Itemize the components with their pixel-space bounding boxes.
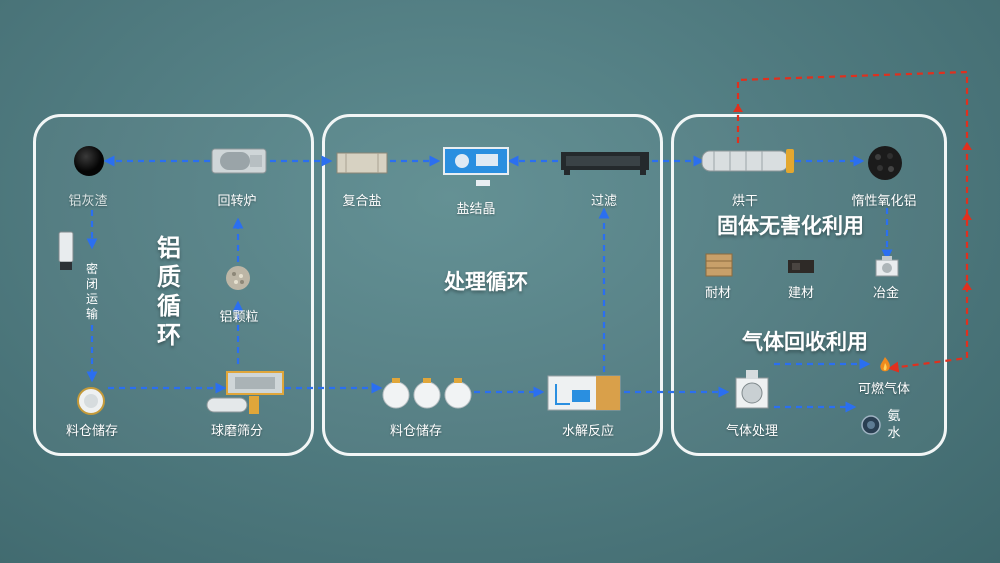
label-aluminum-granules: 铝颗粒 bbox=[219, 310, 259, 325]
rotary-kiln-icon bbox=[211, 148, 267, 174]
label-ball-mill: 球磨筛分 bbox=[210, 424, 264, 439]
silo-storage-mid-icon bbox=[382, 378, 472, 409]
label-sealed-transport: 密闭运输 bbox=[85, 262, 98, 321]
panel-utilization bbox=[671, 114, 947, 456]
label-metallurgy: 冶金 bbox=[872, 286, 900, 301]
label-drying: 烘干 bbox=[731, 194, 759, 209]
hydrolysis-reactor-icon bbox=[547, 375, 621, 411]
title-aluminum-cycle: 铝质循环 bbox=[157, 234, 181, 349]
label-inert-alumina: 惰性氧化铝 bbox=[851, 194, 917, 209]
label-hydrolysis: 水解反应 bbox=[561, 424, 615, 439]
label-rotary-kiln: 回转炉 bbox=[217, 194, 257, 209]
label-aluminum-ash: 铝灰渣 bbox=[68, 194, 108, 209]
inert-alumina-icon bbox=[868, 146, 902, 180]
title-solid-utilization: 固体无害化利用 bbox=[717, 214, 864, 238]
transport-truck-icon bbox=[58, 231, 74, 270]
dryer-icon bbox=[701, 149, 794, 173]
label-refractory: 耐材 bbox=[704, 286, 732, 301]
label-compound-salt: 复合盐 bbox=[342, 194, 382, 209]
label-salt-crystallization: 盐结晶 bbox=[456, 202, 496, 217]
silo-storage-left-icon bbox=[77, 387, 105, 415]
label-silo-storage-left: 料仓储存 bbox=[65, 424, 119, 439]
title-processing-cycle: 处理循环 bbox=[444, 270, 528, 294]
ammonia-icon bbox=[861, 415, 881, 435]
building-material-icon bbox=[788, 260, 814, 273]
label-silo-storage-mid: 料仓储存 bbox=[389, 424, 443, 439]
panel-processing-cycle bbox=[322, 114, 663, 456]
panel-aluminum-cycle bbox=[33, 114, 314, 456]
title-gas-utilization: 气体回收利用 bbox=[742, 330, 868, 354]
filter-press-icon bbox=[561, 152, 649, 175]
compound-salt-icon bbox=[336, 152, 388, 174]
gas-treatment-icon bbox=[735, 370, 769, 409]
aluminum-ash-icon bbox=[74, 146, 104, 176]
label-ammonia-water: 氨水 bbox=[887, 409, 901, 441]
aluminum-granules-icon bbox=[226, 266, 250, 290]
salt-crystallization-icon bbox=[443, 147, 509, 186]
flame-icon bbox=[880, 357, 890, 372]
label-gas-treatment: 气体处理 bbox=[725, 424, 779, 439]
label-combustible-gas: 可燃气体 bbox=[857, 382, 911, 397]
refractory-icon bbox=[705, 253, 733, 277]
label-building-material: 建材 bbox=[787, 286, 815, 301]
metallurgy-icon bbox=[875, 256, 899, 277]
label-filtration: 过滤 bbox=[590, 194, 618, 209]
ball-mill-icon bbox=[206, 371, 284, 414]
